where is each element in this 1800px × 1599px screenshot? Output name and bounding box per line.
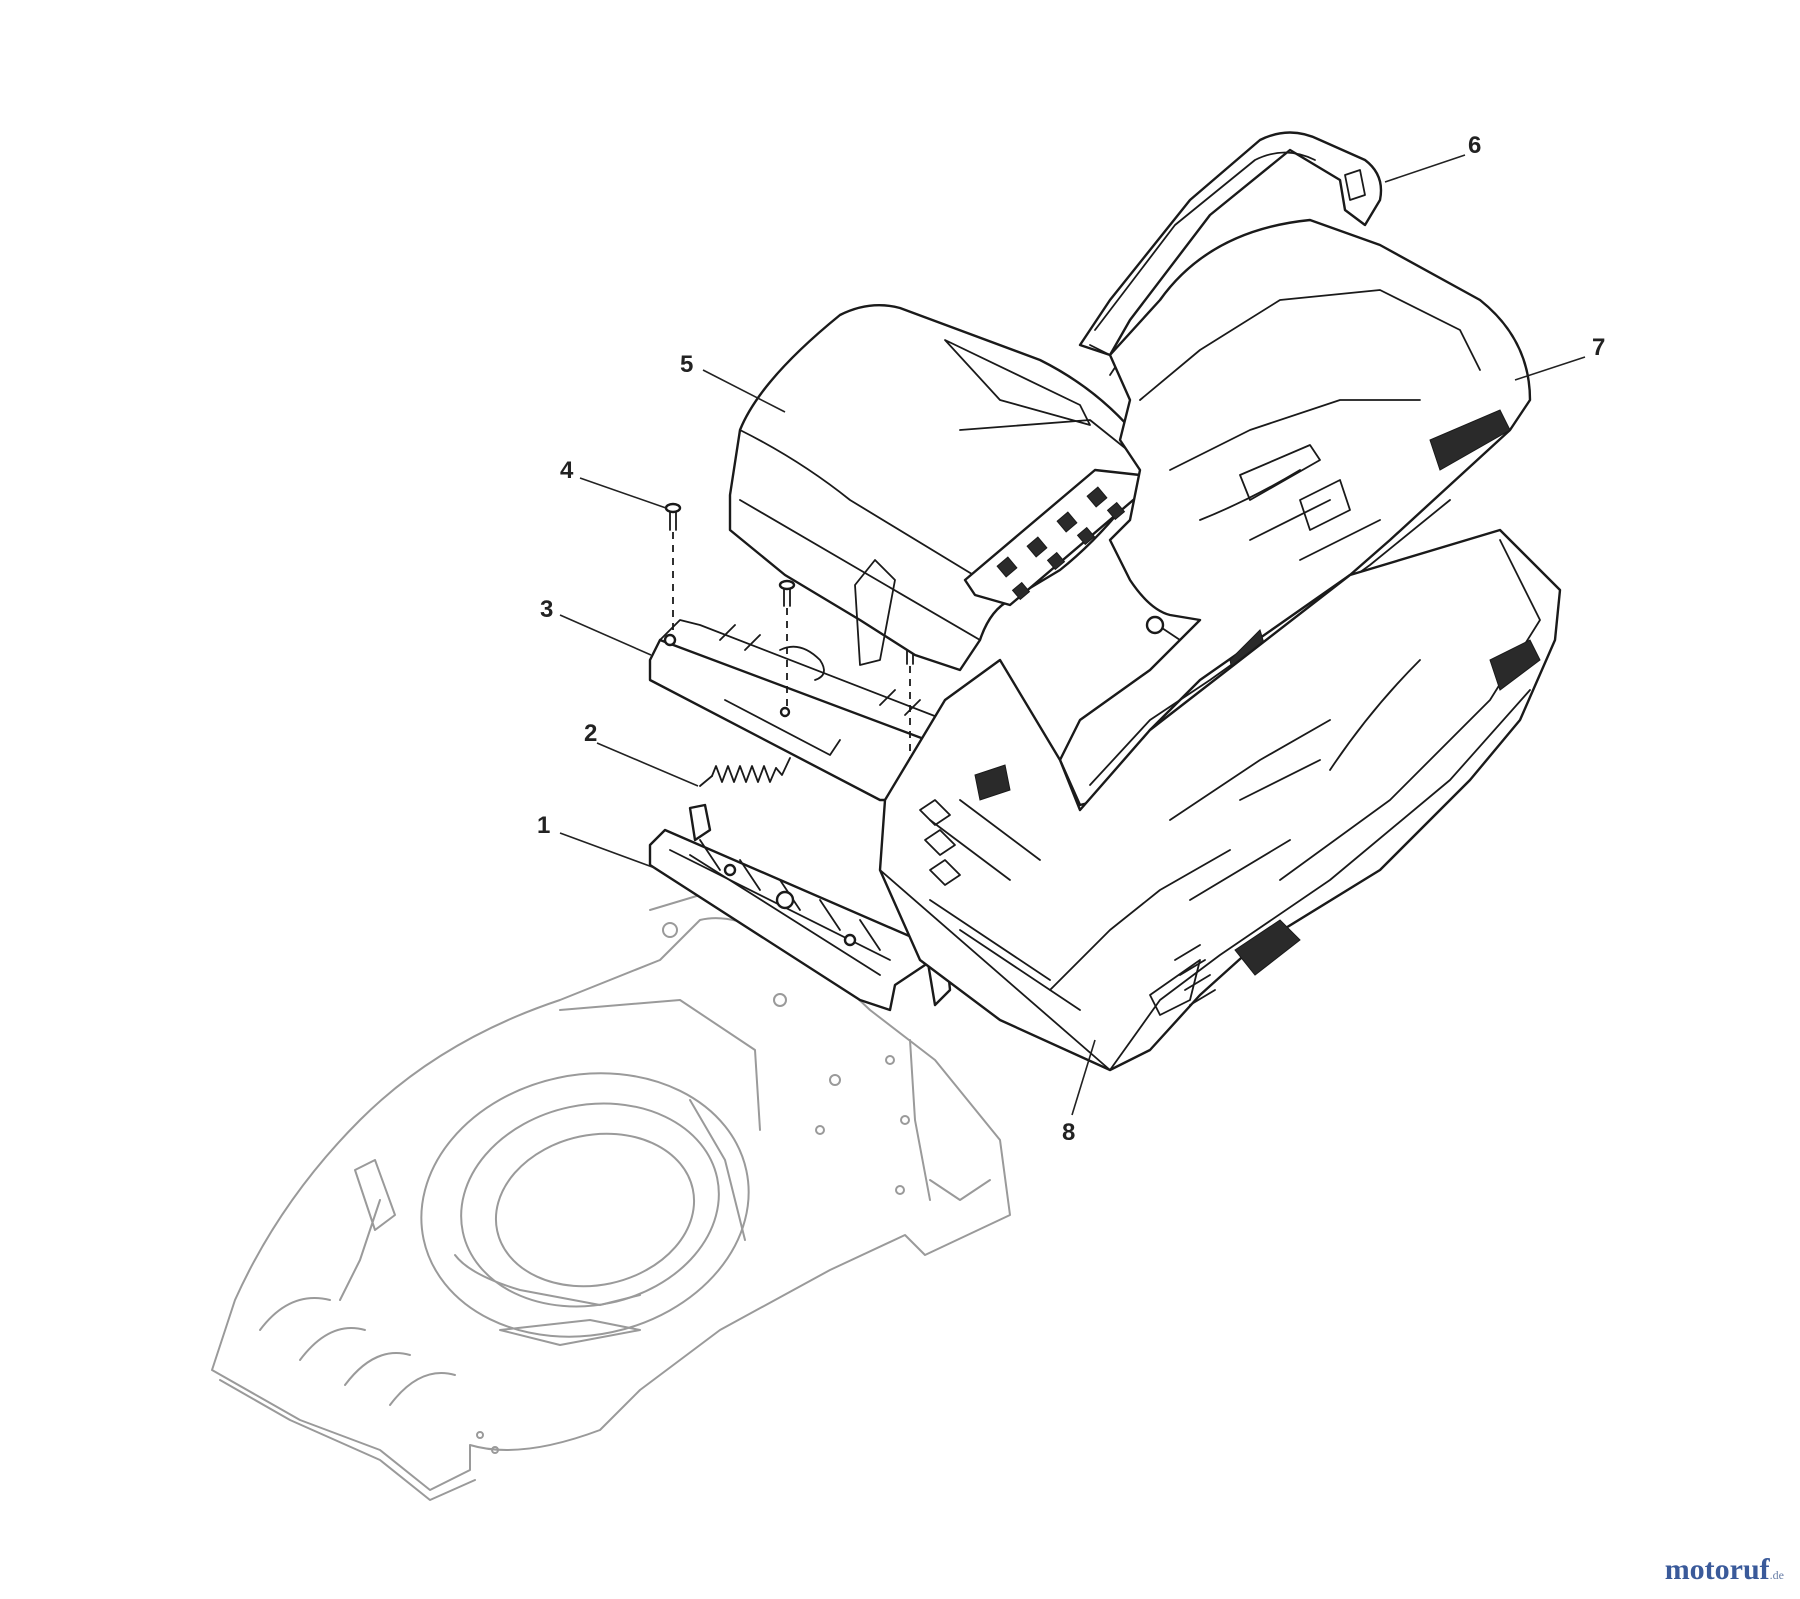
leader-7 [1514, 356, 1586, 381]
motoruf-watermark: motoruf.de [1665, 1553, 1784, 1587]
mower-deck [211, 894, 1011, 1501]
leader-lines [559, 154, 1586, 1116]
leader-5 [702, 369, 786, 413]
callout-1: 1 [537, 812, 550, 839]
part-5-chute-cover [728, 304, 1152, 672]
leader-6 [1384, 154, 1466, 183]
part-2-spring [699, 757, 791, 787]
callout-7: 7 [1592, 334, 1605, 361]
leader-2 [596, 742, 699, 787]
callout-labels: 1 2 3 4 5 6 7 8 [537, 132, 1605, 1146]
callout-6: 6 [1468, 132, 1481, 159]
callout-2: 2 [584, 720, 597, 747]
callout-3: 3 [540, 596, 553, 623]
leader-8 [1071, 1039, 1096, 1116]
callout-4: 4 [560, 457, 574, 484]
callout-5: 5 [680, 351, 693, 378]
part-7-grassbox-lid [1058, 218, 1532, 807]
leader-3 [559, 614, 652, 656]
leader-4 [579, 477, 667, 509]
part-8-grassbox [878, 528, 1562, 1072]
watermark-suffix: .de [1769, 1568, 1784, 1582]
leader-1 [559, 832, 656, 869]
watermark-name: motoruf [1664, 1553, 1770, 1586]
callout-8: 8 [1062, 1119, 1075, 1146]
